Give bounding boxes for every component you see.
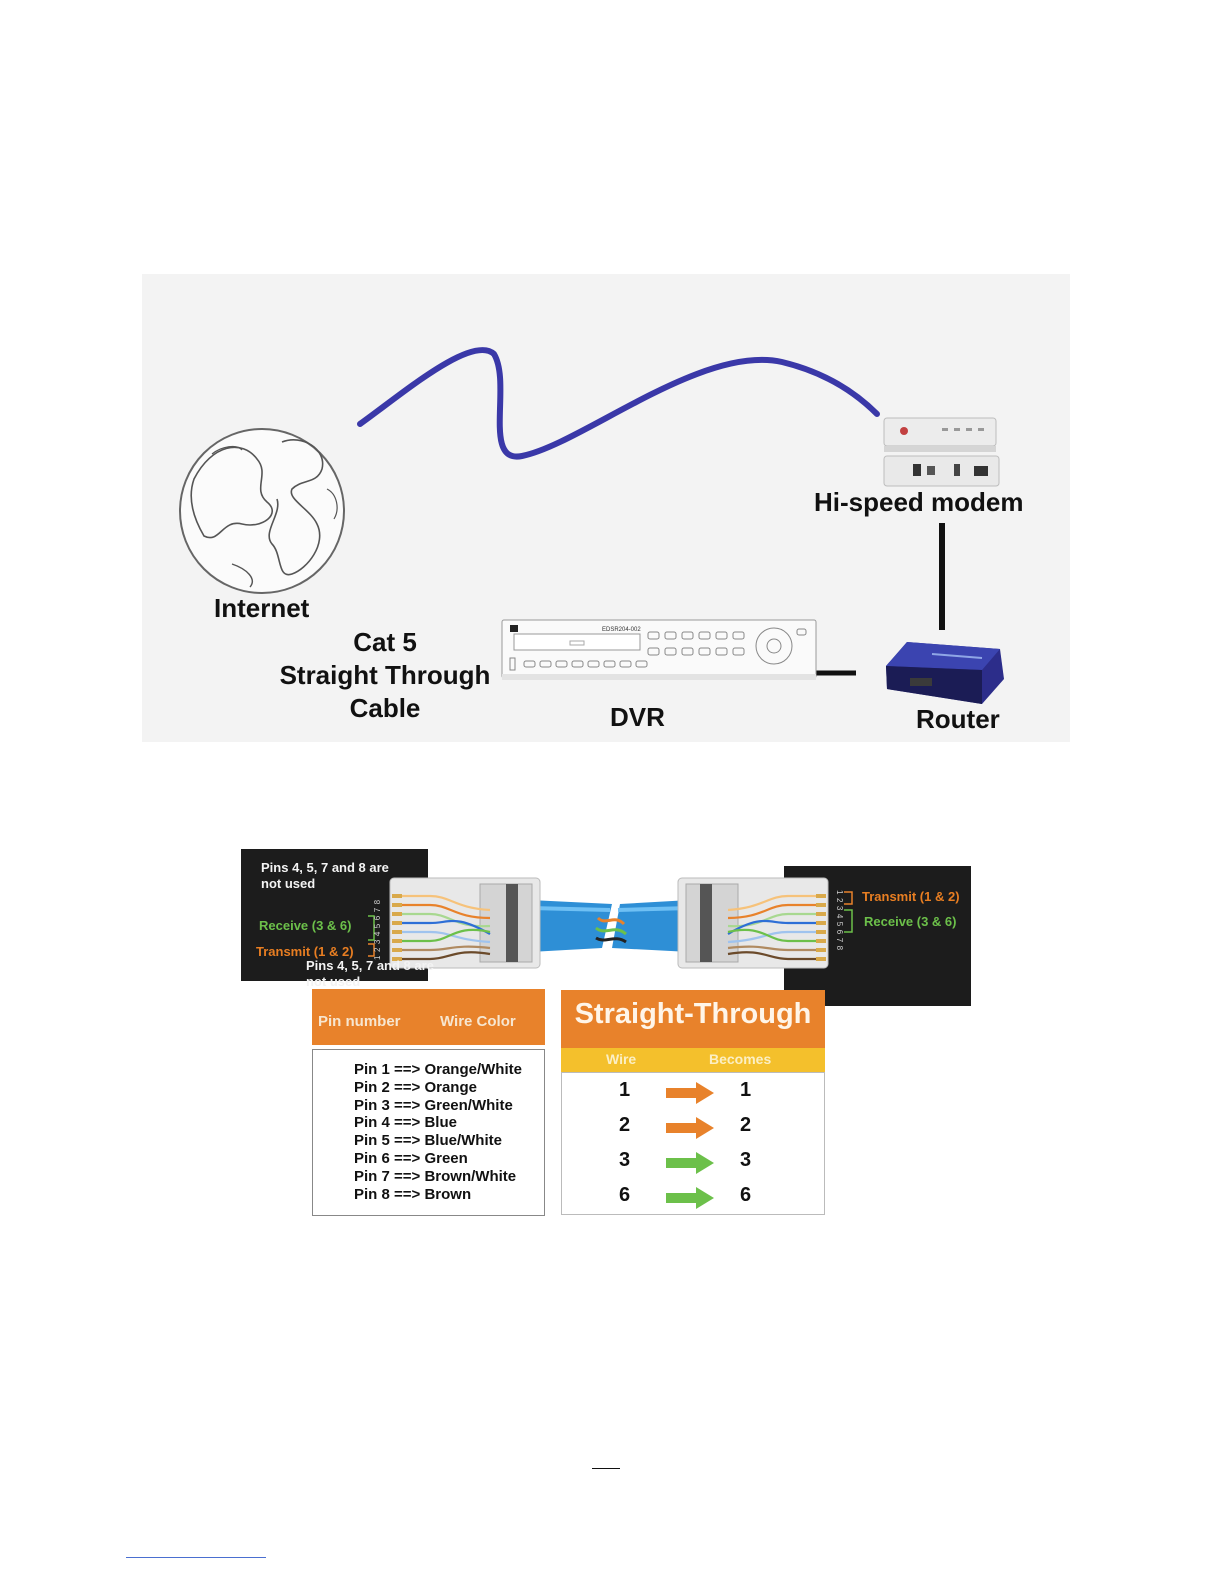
cable-jacket-left: [530, 900, 612, 952]
cable-label-line: Straight Through: [279, 660, 491, 690]
wire-header: Wire: [606, 1051, 637, 1067]
right-pin-digits: 12345678: [835, 890, 844, 954]
straight-through-title-bar: Straight-Through: [561, 990, 825, 1048]
right-rj45-plug: [677, 877, 829, 969]
left-receive-label: Receive (3 & 6): [259, 918, 352, 933]
cable-label-line: Cable: [349, 693, 421, 723]
wire-to: 1: [740, 1079, 752, 1101]
internet-connection-cable: [357, 347, 880, 460]
right-receive-label: Receive (3 & 6): [864, 914, 957, 929]
straight-through-panel: Straight-Through Wire Becomes 1 1 2 2: [561, 990, 825, 1215]
right-arrow-icon: [666, 1152, 714, 1174]
globe-icon: [179, 428, 345, 594]
pin-color-row: Pin 5 ==> Blue/White: [354, 1132, 502, 1150]
wire-mapping-row: 6 6: [562, 1180, 824, 1214]
right-arrow-icon: [666, 1117, 714, 1139]
pin-color-row: Pin 7 ==> Brown/White: [354, 1167, 517, 1185]
rj45-cable-art: 12345678 12345678: [368, 877, 853, 969]
router-icon: [886, 642, 1004, 704]
wire-mapping-row: 3 3: [562, 1145, 824, 1179]
pin-color-row: Pin 2 ==> Orange: [354, 1078, 477, 1096]
right-arrow-icon: [666, 1082, 714, 1104]
wire-to: 6: [740, 1184, 752, 1206]
footnote-separator: [126, 1557, 266, 1558]
cable-jacket-right: [612, 900, 690, 952]
left-transmit-label: Transmit (1 & 2): [256, 944, 354, 959]
dvr-label: DVR: [610, 702, 665, 732]
left-unused-pins-note: Pins 4, 5, 7 and 8 are not used: [261, 860, 389, 891]
pin-table-header: Pin number Wire Color: [312, 989, 545, 1045]
modem-icon: [883, 417, 1000, 487]
dvr-icon: EDSR204-002: [501, 619, 817, 680]
wire-to: 3: [740, 1149, 752, 1171]
wire-mapping-row: 1 1: [562, 1075, 824, 1109]
pin-color-table: Pin 1 ==> Orange/White Pin 2 ==> Orange …: [312, 1049, 545, 1216]
modem-label: Hi-speed modem: [814, 487, 1024, 517]
internet-label: Internet: [214, 593, 310, 623]
page-number-underline: [592, 1468, 620, 1469]
pin-color-list: Pin 1 ==> Orange/White Pin 2 ==> Orange …: [354, 1061, 522, 1203]
wire-from: 1: [619, 1079, 631, 1101]
pin-color-row: Pin 4 ==> Blue: [354, 1114, 457, 1132]
router-label: Router: [916, 704, 1000, 734]
wire-from: 6: [619, 1184, 631, 1206]
left-pin-digits: 12345678: [373, 896, 382, 960]
right-arrow-icon: [666, 1187, 714, 1209]
pin-color-row: Pin 3 ==> Green/White: [354, 1096, 513, 1114]
cable-pinout-diagram: 12345678 12345678 Pins 4, 5, 7 and 8 are…: [240, 848, 972, 1218]
straight-through-table: 1 1 2 2 3 3 6: [561, 1072, 825, 1215]
wire-from: 3: [619, 1149, 631, 1171]
pin-color-row: Pin 6 ==> Green: [354, 1149, 468, 1167]
wire-from: 2: [619, 1114, 631, 1136]
pin-number-header: Pin number: [318, 1013, 401, 1030]
becomes-header: Becomes: [709, 1051, 772, 1067]
pin-color-row: Pin 8 ==> Brown: [354, 1185, 472, 1203]
right-unused-pins-note: Pins 4, 5, 7 and 8 are not used: [306, 958, 434, 989]
dvr-model-text: EDSR204-002: [602, 627, 641, 633]
wire-to: 2: [740, 1114, 752, 1136]
straight-through-subheader: Wire Becomes: [561, 1048, 825, 1072]
network-diagram-art: EDSR204-002: [179, 347, 1004, 704]
cable-label-line: Cat 5: [353, 627, 417, 657]
cable-type-label: Cat 5 Straight Through Cable: [270, 626, 500, 725]
right-transmit-label: Transmit (1 & 2): [862, 889, 960, 904]
network-diagram: EDSR204-002 Internet Hi-speed modem Rout…: [142, 274, 1070, 742]
straight-through-title: Straight-Through: [574, 998, 812, 1030]
left-rj45-plug: [389, 877, 541, 969]
pin-color-row: Pin 1 ==> Orange/White: [354, 1061, 522, 1078]
wire-color-header: Wire Color: [440, 1013, 516, 1030]
wire-mapping-row: 2 2: [562, 1110, 824, 1144]
